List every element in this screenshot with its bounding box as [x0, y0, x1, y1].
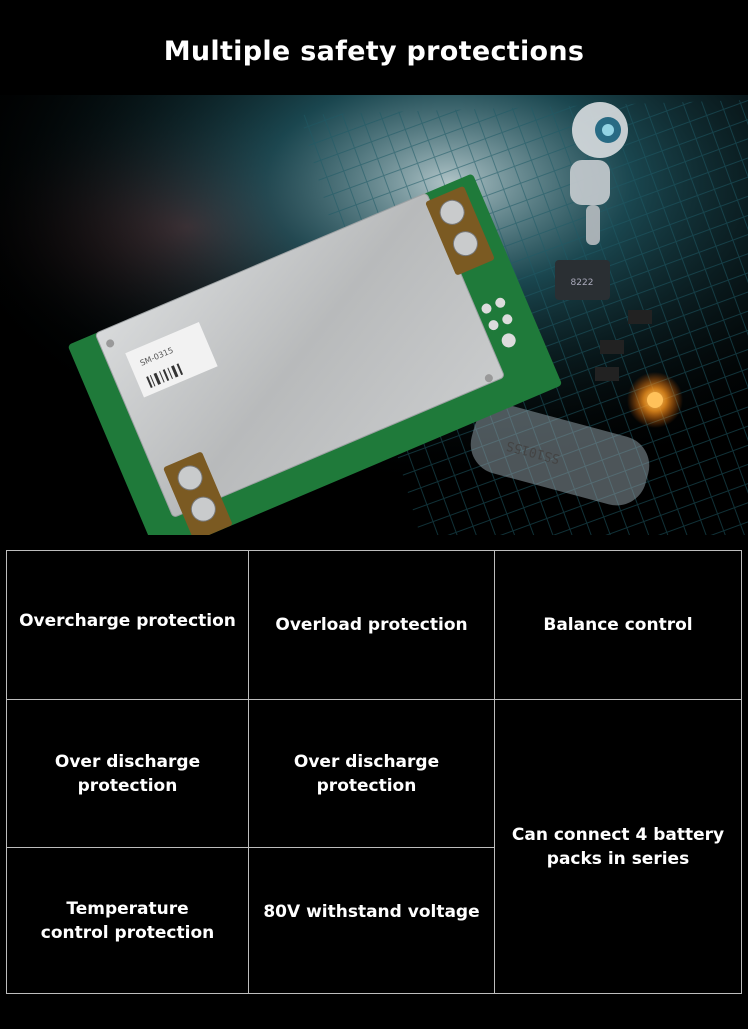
svg-text:8222: 8222 — [571, 278, 594, 288]
feature-balance-control: Balance control — [543, 615, 693, 635]
feature-table: Overcharge protection Overload protectio… — [6, 550, 742, 994]
feature-withstand-voltage: 80V withstand voltage — [263, 902, 480, 922]
status-led — [627, 372, 683, 428]
product-hero-image: 8222 SS1015S SM-0315 — [0, 95, 748, 535]
terminal-top — [425, 186, 494, 275]
bms-board-illustration: 8222 SS1015S SM-0315 — [0, 95, 748, 535]
feature-overload: Overload protection — [275, 615, 468, 635]
bms-board: SM-0315 — [68, 174, 562, 535]
feature-over-discharge-2: Over discharge protection — [293, 751, 440, 796]
robot-figure — [570, 102, 628, 245]
feature-over-discharge-1: Over discharge protection — [54, 751, 201, 796]
terminal-bottom — [163, 452, 232, 535]
feature-series-connection: Can connect 4 battery packs in series — [511, 824, 725, 869]
page-title: Multiple safety protections — [163, 36, 585, 67]
feature-temperature-control: Temperature control protection — [40, 898, 215, 943]
background-chips: 8222 SS1015S — [470, 260, 652, 506]
feature-overcharge: Overcharge protection — [19, 611, 236, 631]
